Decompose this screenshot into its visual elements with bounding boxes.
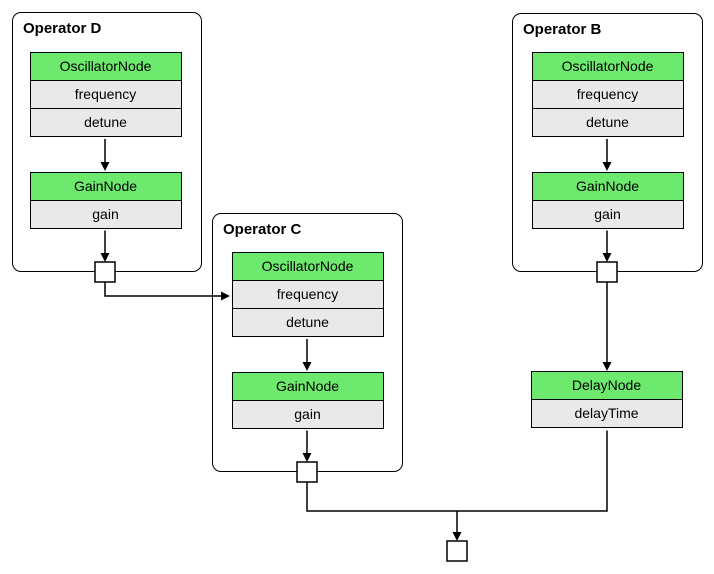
- destination-square: [446, 540, 468, 562]
- operator-b-label: Operator B: [523, 21, 602, 38]
- operator-d-oscillatornode-table: OscillatorNode frequency detune: [29, 51, 182, 137]
- param-row: detune: [30, 107, 181, 136]
- operator-c-label: Operator C: [223, 221, 302, 238]
- operator-b-gainnode-table: GainNode gain: [531, 171, 684, 229]
- operator-c-box: Operator C OscillatorNode frequency detu…: [212, 213, 403, 472]
- param-row: detune: [532, 107, 683, 136]
- operator-b-oscillatornode-table: OscillatorNode frequency detune: [531, 51, 684, 137]
- param-row: delayTime: [531, 398, 682, 427]
- node-title-row: GainNode: [532, 172, 683, 200]
- delaynode-table: DelayNode delayTime: [530, 370, 683, 428]
- operator-d-gainnode-table: GainNode gain: [29, 171, 182, 229]
- node-title-row: OscillatorNode: [532, 52, 683, 80]
- node-title-row: GainNode: [30, 172, 181, 200]
- param-row: gain: [232, 399, 383, 428]
- wire-d-output-to-c-frequency: [104, 282, 222, 297]
- param-row: frequency: [30, 79, 181, 108]
- operator-d-label: Operator D: [23, 20, 102, 37]
- operator-c-gainnode-table: GainNode gain: [231, 371, 384, 429]
- node-title-row: GainNode: [232, 372, 383, 400]
- param-row: detune: [232, 307, 383, 336]
- arrowhead-icon: [452, 532, 462, 541]
- node-title-row: DelayNode: [531, 371, 682, 399]
- operator-b-box: Operator B OscillatorNode frequency detu…: [512, 13, 703, 272]
- node-title-row: OscillatorNode: [30, 52, 181, 80]
- param-row: gain: [532, 199, 683, 228]
- param-row: frequency: [232, 279, 383, 308]
- param-row: gain: [30, 199, 181, 228]
- param-row: frequency: [532, 79, 683, 108]
- node-title-row: OscillatorNode: [232, 252, 383, 280]
- operator-d-box: Operator D OscillatorNode frequency detu…: [12, 12, 202, 272]
- operator-c-oscillatornode-table: OscillatorNode frequency detune: [231, 251, 384, 337]
